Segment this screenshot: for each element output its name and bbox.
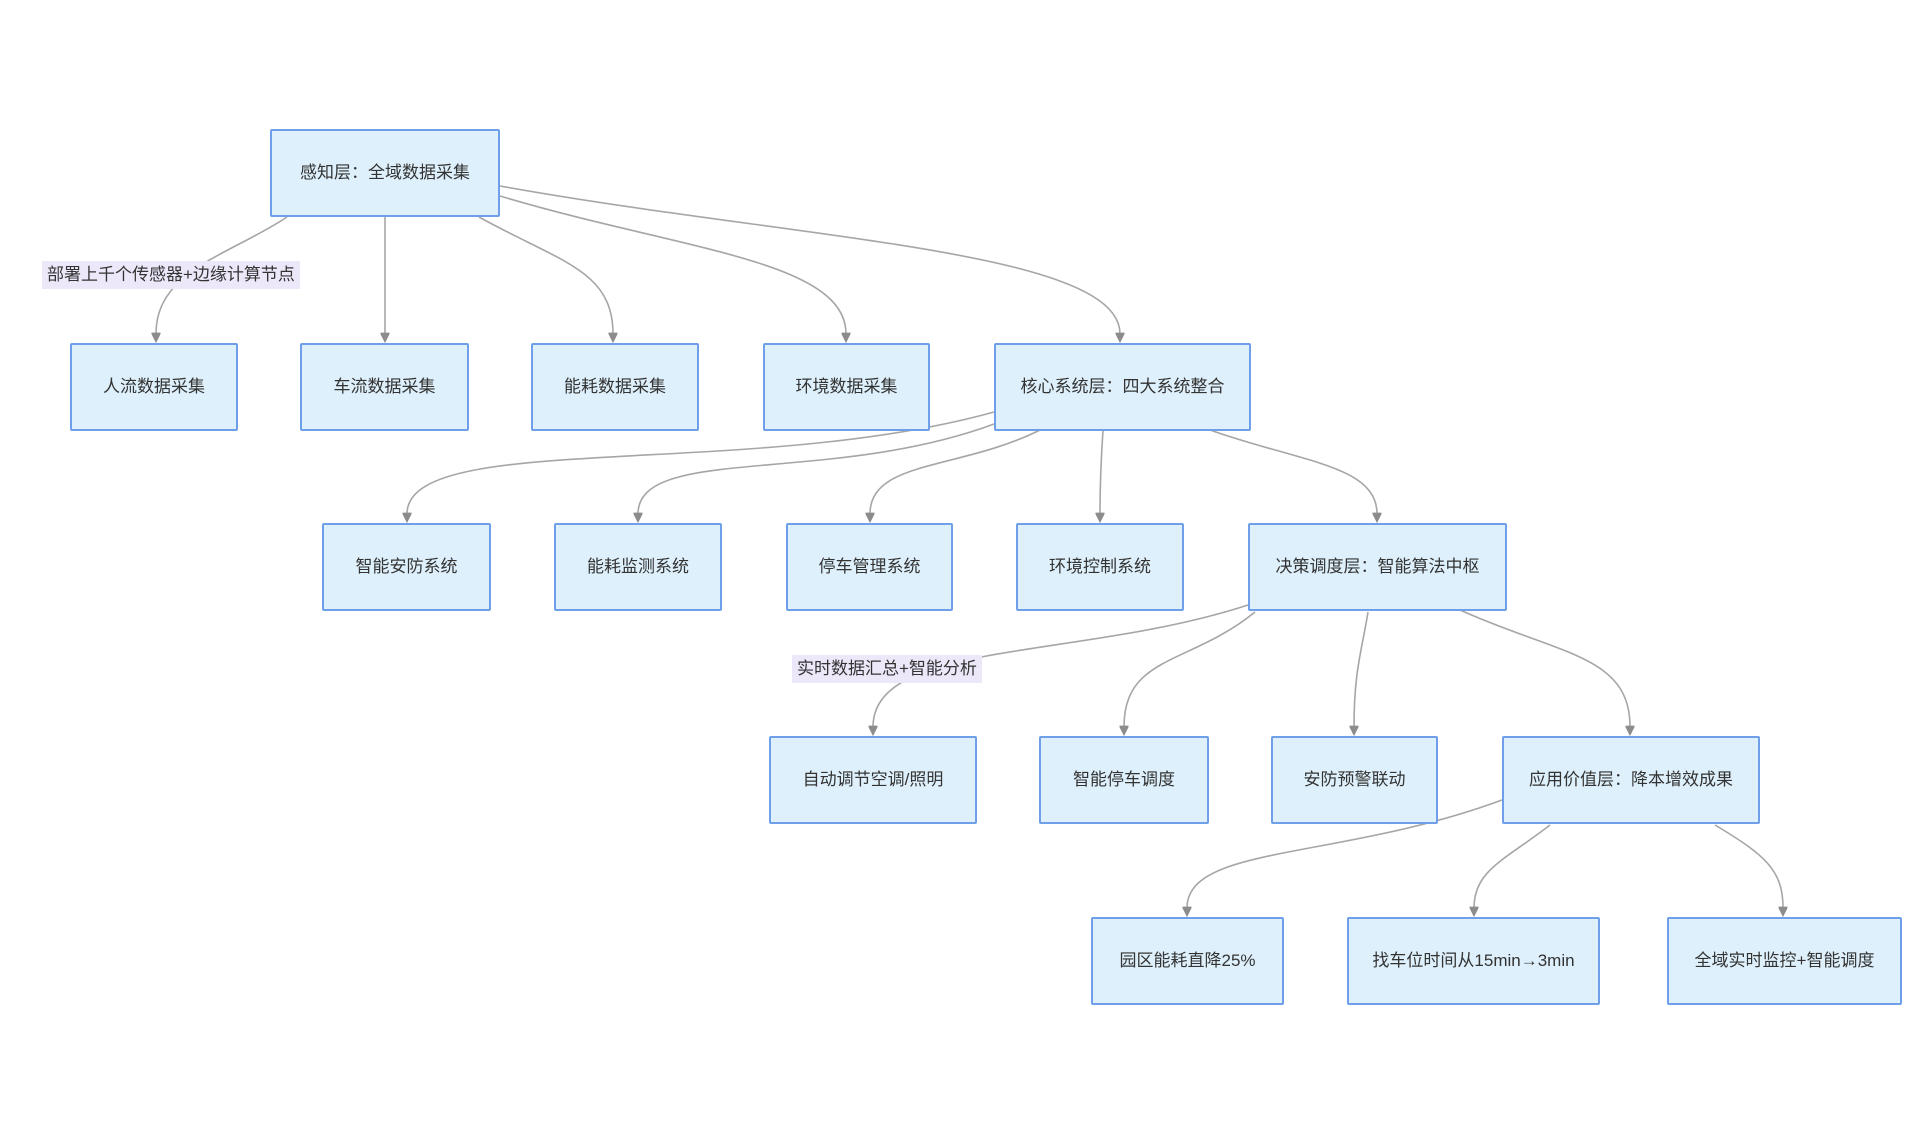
node-energy-saving-result: 园区能耗直降25% xyxy=(1091,917,1284,1005)
edge-value-to-energy-result xyxy=(1187,799,1503,908)
edge-core-to-smart-security xyxy=(407,411,995,514)
edge-decision-to-hvac xyxy=(873,604,1249,727)
node-vehicle-flow: 车流数据采集 xyxy=(300,343,469,431)
node-label: 决策调度层：智能算法中枢 xyxy=(1275,556,1480,576)
node-hvac-lighting: 自动调节空调/照明 xyxy=(769,736,977,824)
node-label: 感知层：全域数据采集 xyxy=(300,162,470,182)
node-label: 全域实时监控+智能调度 xyxy=(1694,950,1875,970)
edge-perception-to-env-collect xyxy=(499,195,846,334)
node-smart-parking-dispatch: 智能停车调度 xyxy=(1039,736,1209,824)
node-perception-layer: 感知层：全域数据采集 xyxy=(270,129,500,217)
edge-label-realtime-analysis: 实时数据汇总+智能分析 xyxy=(792,655,982,683)
edge-value-to-parking-result xyxy=(1474,824,1551,908)
node-environment-control: 环境控制系统 xyxy=(1016,523,1184,611)
node-parking-management: 停车管理系统 xyxy=(786,523,953,611)
node-environment-collection: 环境数据采集 xyxy=(763,343,930,431)
node-parking-time-result: 找车位时间从15min→3min xyxy=(1347,917,1600,1005)
node-label: 应用价值层：降本增效成果 xyxy=(1529,769,1733,789)
edge-perception-to-energy-collect xyxy=(478,216,613,334)
edge-label-sensors-deployment: 部署上千个传感器+边缘计算节点 xyxy=(42,261,300,289)
edge-perception-to-core-systems xyxy=(499,185,1120,334)
node-decision-layer: 决策调度层：智能算法中枢 xyxy=(1248,523,1507,611)
node-energy-collection: 能耗数据采集 xyxy=(531,343,699,431)
node-label: 核心系统层：四大系统整合 xyxy=(1020,376,1225,396)
node-label: 智能停车调度 xyxy=(1073,769,1175,789)
node-label: 找车位时间从15min→3min xyxy=(1372,950,1575,970)
node-label: 能耗监测系统 xyxy=(587,556,689,576)
node-label: 停车管理系统 xyxy=(818,556,921,576)
node-label: 智能安防系统 xyxy=(355,556,458,576)
edge-decision-to-value-layer xyxy=(1459,609,1630,727)
node-label: 车流数据采集 xyxy=(333,376,436,396)
node-monitoring-result: 全域实时监控+智能调度 xyxy=(1667,917,1902,1005)
edge-core-to-parking-mgmt xyxy=(870,429,1041,514)
node-label: 环境数据采集 xyxy=(795,376,898,396)
edge-value-to-monitor-result xyxy=(1714,824,1783,908)
node-label: 园区能耗直降25% xyxy=(1119,950,1256,970)
edge-decision-to-security-alert xyxy=(1354,611,1369,727)
edge-core-to-energy-monitor xyxy=(638,423,995,514)
node-security-alert-linkage: 安防预警联动 xyxy=(1271,736,1438,824)
node-label: 自动调节空调/照明 xyxy=(802,769,944,789)
node-label: 能耗数据采集 xyxy=(564,376,666,396)
node-energy-monitoring: 能耗监测系统 xyxy=(554,523,722,611)
node-smart-security: 智能安防系统 xyxy=(322,523,491,611)
edge-core-to-env-control xyxy=(1100,429,1103,514)
edge-core-to-decision-layer xyxy=(1209,429,1377,514)
edge-decision-to-parking-dispatch xyxy=(1124,611,1256,727)
node-label: 安防预警联动 xyxy=(1303,769,1406,789)
node-core-systems: 核心系统层：四大系统整合 xyxy=(994,343,1251,431)
node-value-layer: 应用价值层：降本增效成果 xyxy=(1502,736,1760,824)
node-label: 环境控制系统 xyxy=(1049,556,1151,576)
node-label: 人流数据采集 xyxy=(103,376,205,396)
node-people-flow: 人流数据采集 xyxy=(70,343,238,431)
